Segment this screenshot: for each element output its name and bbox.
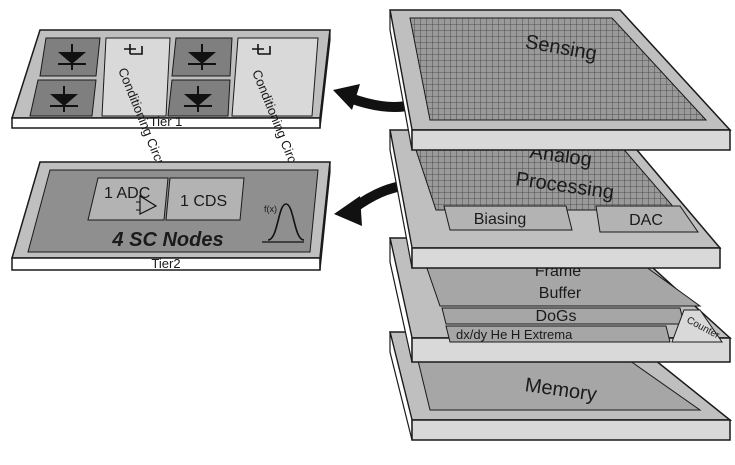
photodiode-cell: [39, 37, 101, 77]
photodiode-cell: [171, 37, 233, 77]
conditioning-circuit-block: Conditioning Circuit: [101, 37, 171, 176]
cds-block: 1 CDS: [165, 177, 245, 221]
extrema-block: dx/dy He H Extrema: [445, 325, 671, 343]
dogs-block: DoGs: [441, 307, 685, 325]
biasing-block: Biasing: [443, 205, 573, 231]
dac-label: DAC: [629, 212, 663, 229]
frame-buffer-label-2: Buffer: [539, 285, 582, 302]
tier1-tile: Conditioning Circuit Conditioning Circui…: [10, 29, 331, 178]
photodiode-cell: [29, 79, 97, 117]
adc-label: 1 ADC: [104, 185, 150, 202]
sensing-layer: Sensing: [389, 9, 732, 151]
sc-nodes-label: 4 SC Nodes: [111, 229, 223, 251]
pixel-array-grid: [409, 17, 708, 121]
cds-label: 1 CDS: [180, 193, 227, 210]
tier1-label: Tier 1: [150, 114, 183, 129]
gaussian-function-icon: f(x): [262, 203, 305, 243]
biasing-label: Biasing: [474, 211, 526, 228]
tier2-label: Tier2: [151, 256, 180, 271]
dac-block: DAC: [595, 205, 699, 233]
tier2-tile: 1 ADC 1 CDS f(x) 4 SC Nodes Tier2: [11, 161, 331, 271]
adc-block: 1 ADC: [87, 177, 169, 221]
analog-processing-layer: Analog Processing Biasing DAC: [389, 129, 722, 269]
extrema-label: dx/dy He H Extrema: [456, 327, 573, 342]
photodiode-cell: [167, 79, 231, 117]
fx-label: f(x): [264, 204, 277, 214]
conditioning-circuit-block: Conditioning Circuit: [231, 37, 319, 178]
dogs-label: DoGs: [536, 308, 577, 325]
